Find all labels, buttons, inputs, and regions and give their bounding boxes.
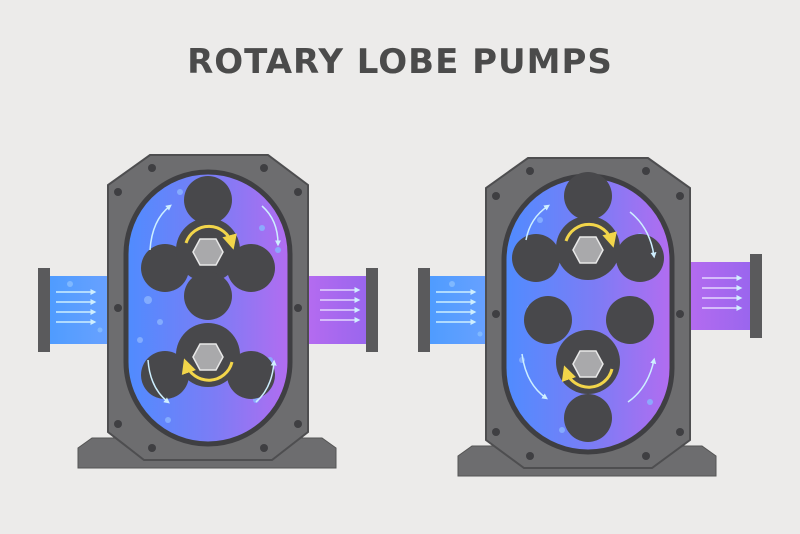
right-pump-outlet	[680, 254, 762, 338]
diagram-title: ROTARY LOBE PUMPS	[187, 42, 613, 82]
right-pump-upper-hub	[572, 236, 604, 264]
left-pump-lower-rotation-arrow	[181, 358, 234, 382]
right-pump	[418, 157, 762, 477]
left-pump-upper-hub	[192, 238, 224, 266]
left-pump-flow-arrows	[147, 204, 281, 404]
left-pump-outlet	[300, 268, 378, 352]
left-pump-bolts	[114, 164, 302, 452]
right-pump-flow-arrows	[521, 204, 657, 403]
left-pump	[38, 154, 378, 469]
right-pump-bolts	[492, 167, 684, 460]
right-pump-upper-rotation-arrow	[564, 222, 617, 248]
left-pump-lower-hub	[192, 343, 224, 371]
left-pump-upper-rotation-arrow	[184, 224, 237, 250]
right-pump-lower-rotation-arrow	[561, 365, 614, 389]
right-pump-lower-hub	[572, 350, 604, 378]
